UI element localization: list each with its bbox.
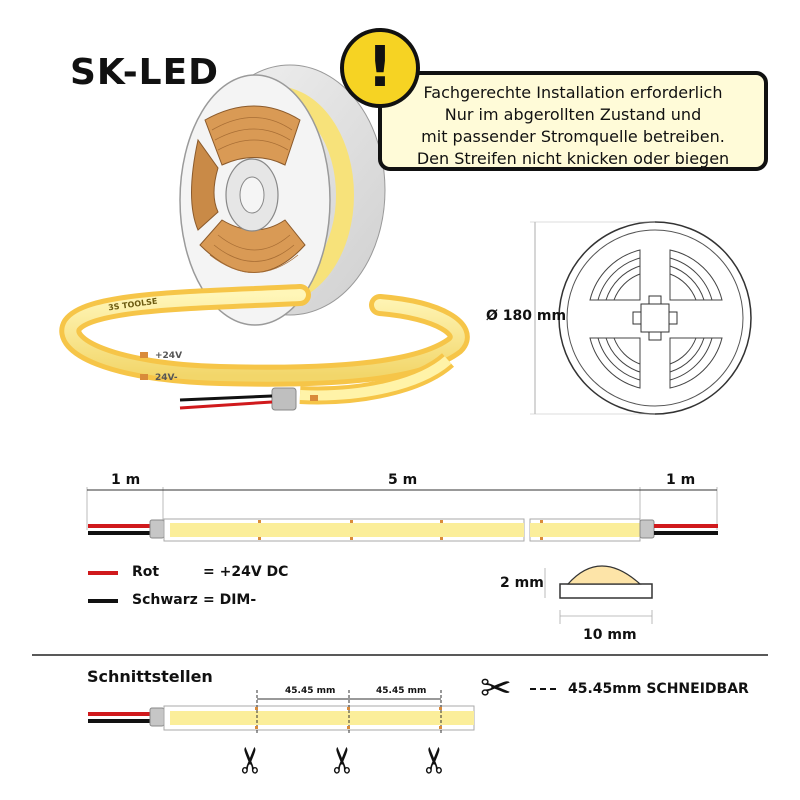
warning-line-4: Den Streifen nicht knicken oder biegen [416,149,730,168]
legend-red-name: Rot [132,564,160,580]
scissors-icon: ✂ [323,744,365,776]
legend-black-value: = DIM- [203,592,257,608]
profile-width: 10 mm [583,627,637,643]
cut-legend: 45.45mm SCHNEIDBAR [568,681,749,697]
warning-line-2: Nur im abgerollten Zustand und [444,105,702,124]
scissors-icon: ✂ [480,666,512,710]
reel-outline [530,221,752,415]
legend-red-value: = +24V DC [203,564,289,580]
scissors-icon: ✂ [415,744,457,776]
cut-segment-b: 45.45 mm [376,686,427,696]
dim-right-cable: 1 m [666,472,696,488]
dim-left-cable: 1 m [111,472,141,488]
diameter-label: Ø 180 mm [486,308,567,324]
legend-black-name: Schwarz [132,592,198,608]
strip-end-cap [271,387,297,411]
strip-profile [544,565,653,624]
dimension-strip [86,487,718,542]
exclamation-icon: ! [340,28,420,108]
cut-title: Schnittstellen [87,667,213,686]
warning-box: Fachgerechte Installation erforderlich N… [378,71,768,171]
reel-3d [179,64,386,326]
profile-height: 2 mm [500,575,544,591]
pad-plus-label: +24V [155,351,182,361]
dim-strip-length: 5 m [388,472,418,488]
reel-window-left [191,138,219,231]
strip-unrolled: +24V 24V- [59,284,470,411]
reel-window-top [204,105,301,166]
warning-line-3: mit passender Stromquelle betreiben. [421,127,725,146]
cut-strip [88,690,475,735]
exclamation-mark: ! [367,35,393,100]
brand-logo: SK-LED [70,52,220,93]
warning-line-1: Fachgerechte Installation erforderlich [423,83,723,102]
pad-minus-label: 24V- [155,373,178,383]
scissors-icon: ✂ [231,744,273,776]
cut-segment-a: 45.45 mm [285,686,336,696]
